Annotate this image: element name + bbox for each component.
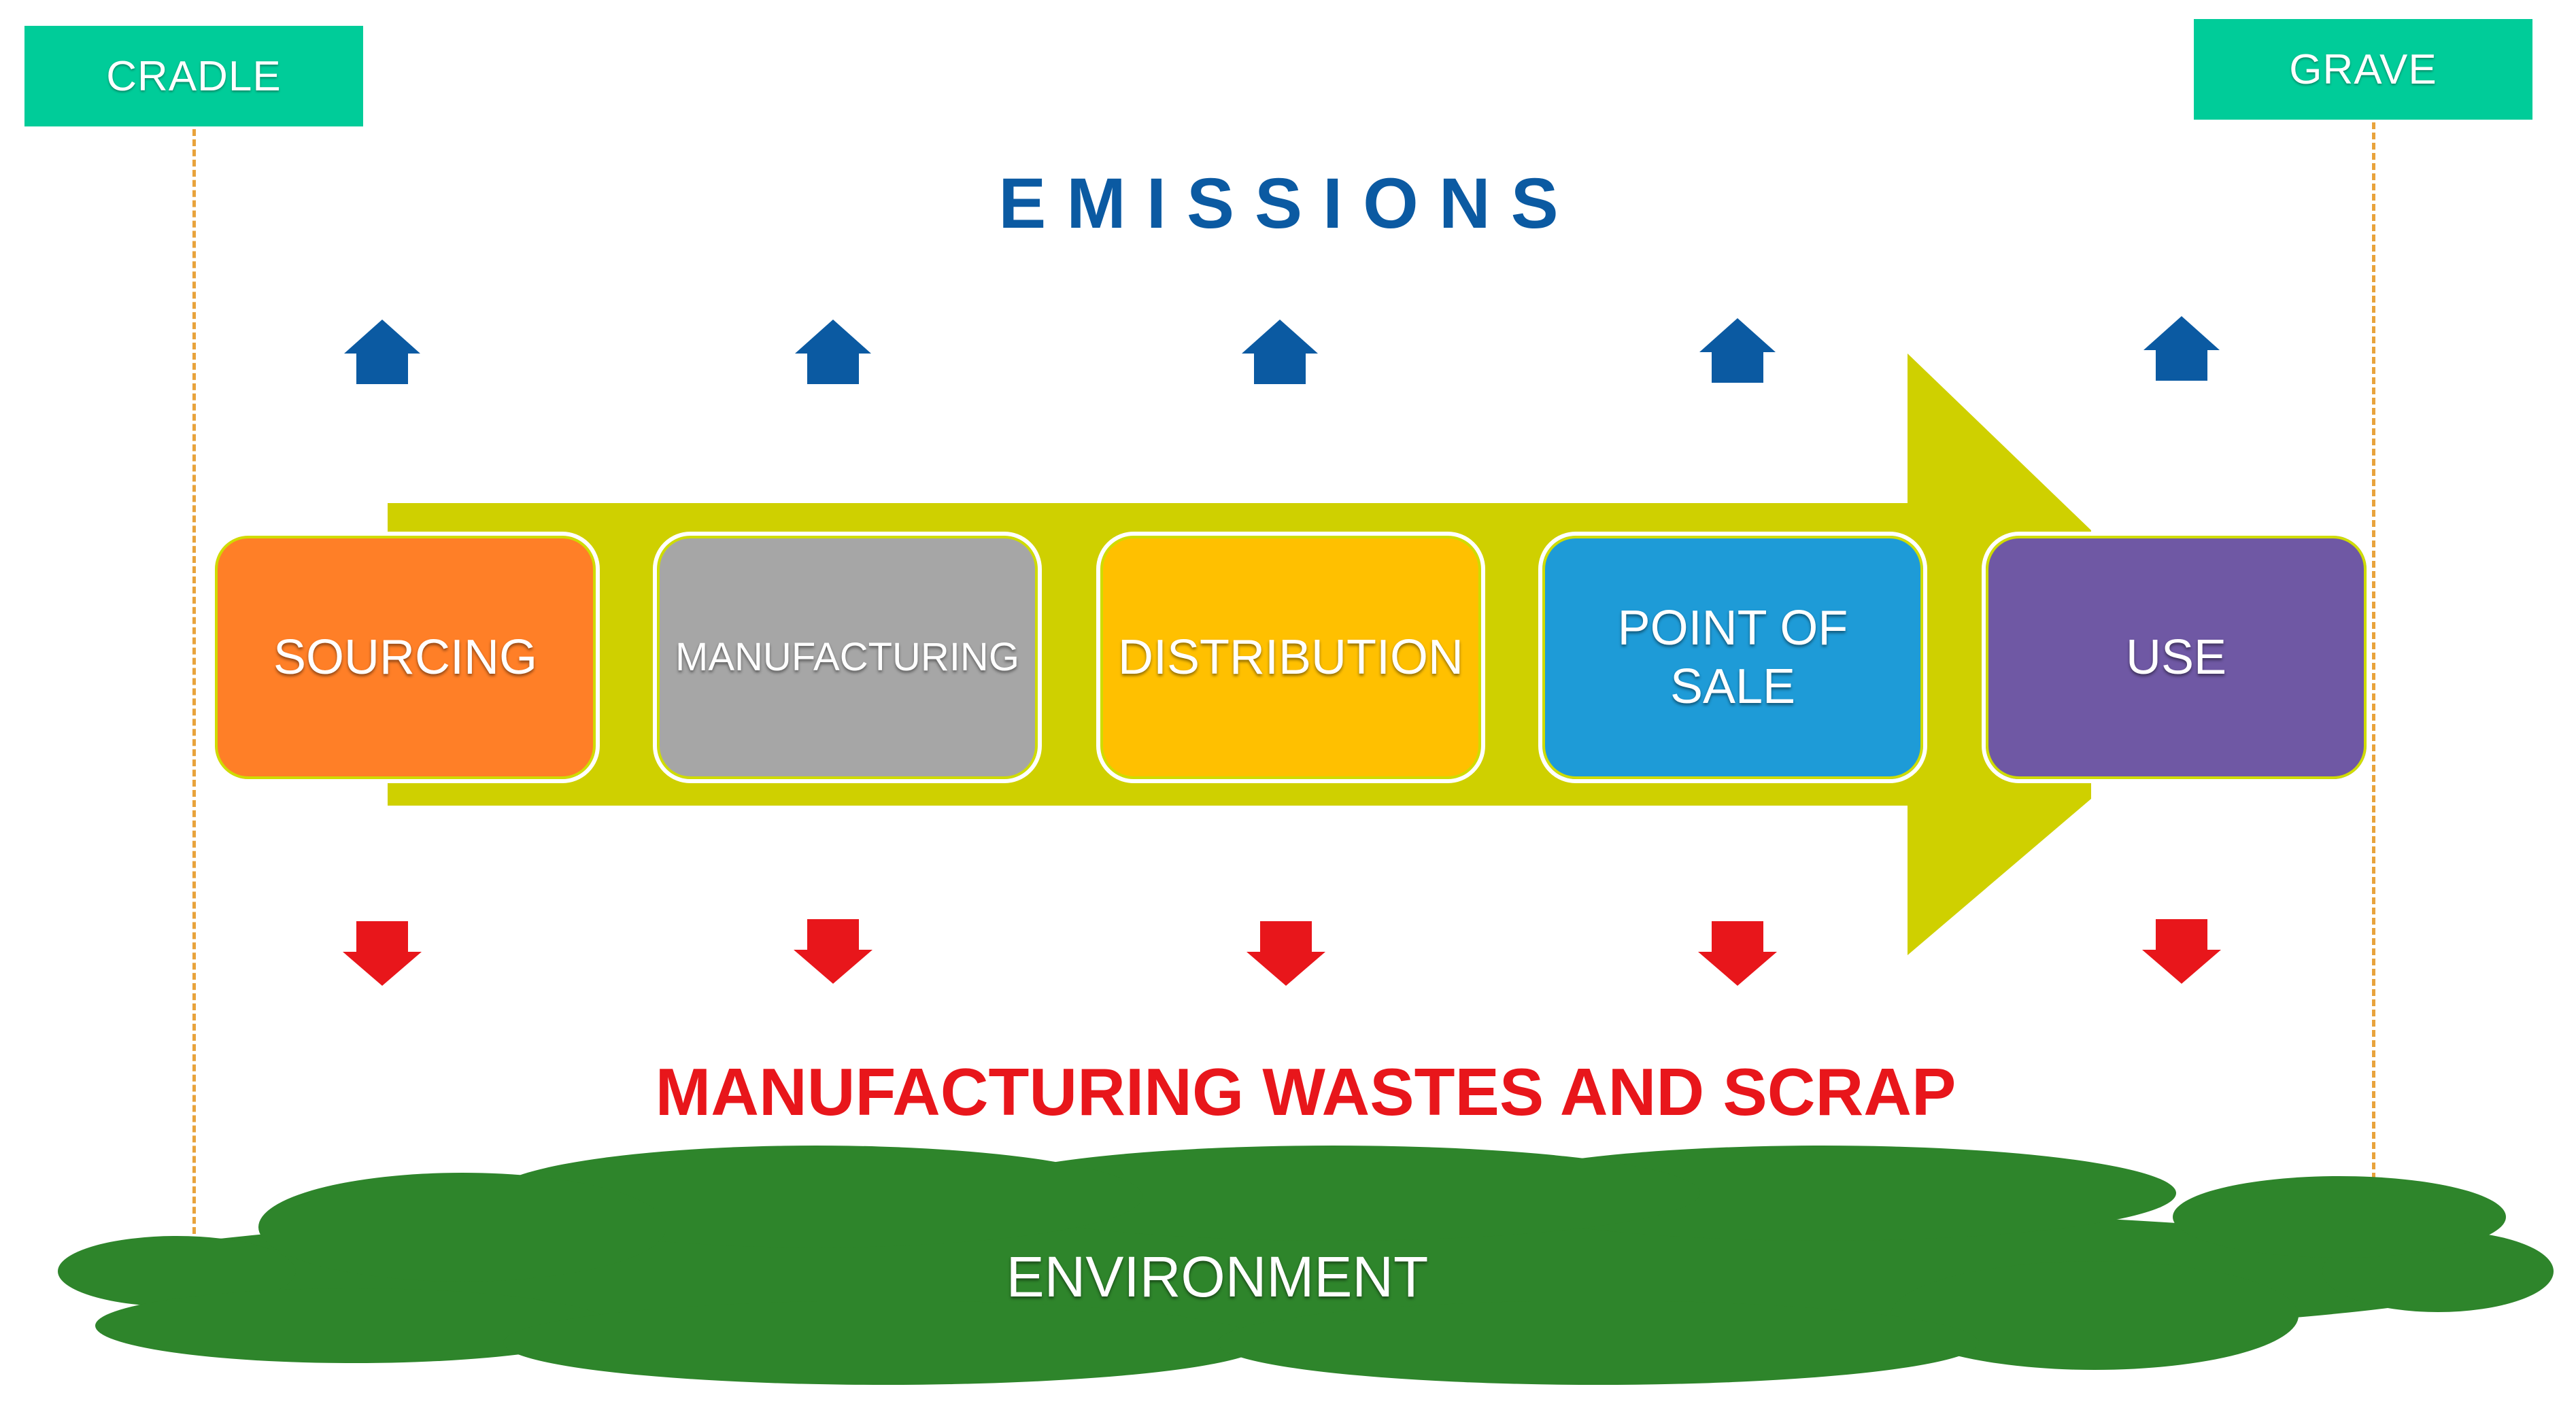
emissions-title: EMISSIONS [998, 164, 1579, 243]
cradle-tag: CRADLE [24, 26, 363, 126]
environment-label: ENVIRONMENT [1006, 1245, 1429, 1309]
waste-arrow-down-2 [794, 919, 872, 984]
waste-arrow-down-3 [1247, 921, 1325, 986]
grave-boundary-line [2372, 122, 2375, 1190]
emission-arrow-up-1 [344, 320, 420, 384]
stage-point-of-sale: POINT OF SALE [1538, 532, 1927, 783]
stage-use: USE [1982, 532, 2371, 783]
stage-sourcing-label: SOURCING [273, 630, 538, 685]
emission-arrow-up-5 [2143, 316, 2220, 381]
waste-arrow-down-4 [1698, 921, 1777, 986]
stage-manufacturing-label: MANUFACTURING [675, 635, 1019, 680]
emission-arrow-up-2 [795, 320, 871, 384]
stage-point-of-sale-label: POINT OF SALE [1617, 600, 1848, 714]
wastes-title: MANUFACTURING WASTES AND SCRAP [655, 1054, 1956, 1129]
stage-distribution: DISTRIBUTION [1096, 532, 1485, 783]
stage-sourcing: SOURCING [211, 532, 600, 783]
waste-arrow-down-5 [2142, 919, 2221, 984]
environment-cloud [58, 1146, 2554, 1385]
emission-arrow-up-3 [1242, 320, 1318, 384]
grave-tag: GRAVE [2194, 19, 2532, 120]
emission-arrow-up-4 [1699, 318, 1776, 383]
stage-use-label: USE [2125, 630, 2227, 685]
waste-arrow-down-1 [343, 921, 422, 986]
stage-manufacturing: MANUFACTURING [653, 532, 1042, 783]
stage-distribution-label: DISTRIBUTION [1117, 630, 1463, 685]
cradle-boundary-line [192, 129, 196, 1234]
